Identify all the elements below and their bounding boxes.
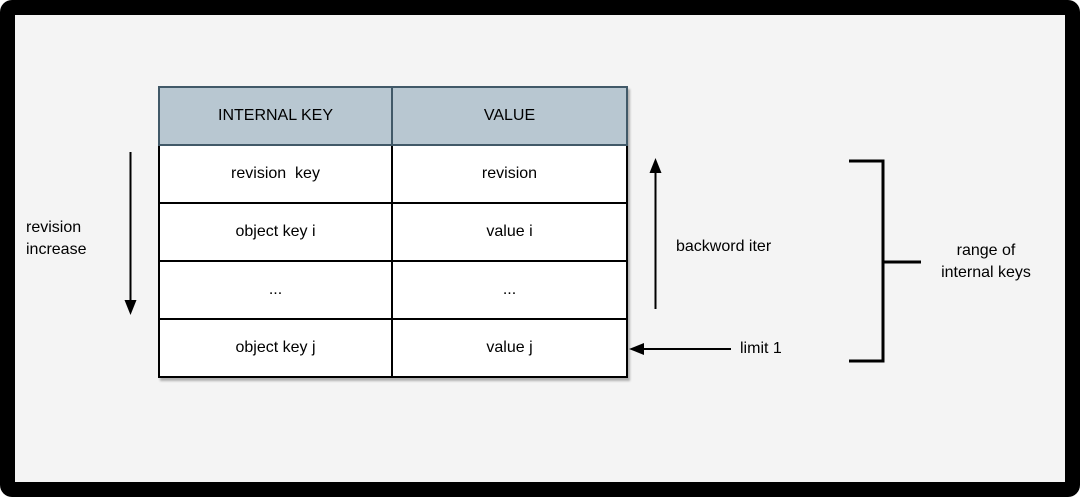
- table-row: object key j value j: [158, 318, 628, 378]
- key-cell: ...: [158, 260, 393, 320]
- range-of-internal-keys-label: range of internal keys: [941, 242, 1031, 281]
- backword-iter-label: backword iter: [676, 238, 772, 255]
- value-cell: value i: [391, 202, 628, 262]
- revision-increase-label: revision increase: [26, 219, 87, 258]
- table-row: revision key revision: [158, 144, 628, 204]
- internal-key-table: INTERNAL KEY VALUE revision key revision…: [158, 86, 628, 378]
- key-cell: object key j: [158, 318, 393, 378]
- value-cell: ...: [391, 260, 628, 320]
- key-cell: revision key: [158, 144, 393, 204]
- header-cell-value: VALUE: [391, 86, 628, 146]
- value-cell: revision: [391, 144, 628, 204]
- header-cell-internal-key: INTERNAL KEY: [158, 86, 393, 146]
- value-cell: value j: [391, 318, 628, 378]
- limit-label: limit 1: [740, 340, 782, 357]
- table-header-row: INTERNAL KEY VALUE: [158, 86, 628, 146]
- key-cell: object key i: [158, 202, 393, 262]
- table-row: ... ...: [158, 260, 628, 320]
- table-row: object key i value i: [158, 202, 628, 262]
